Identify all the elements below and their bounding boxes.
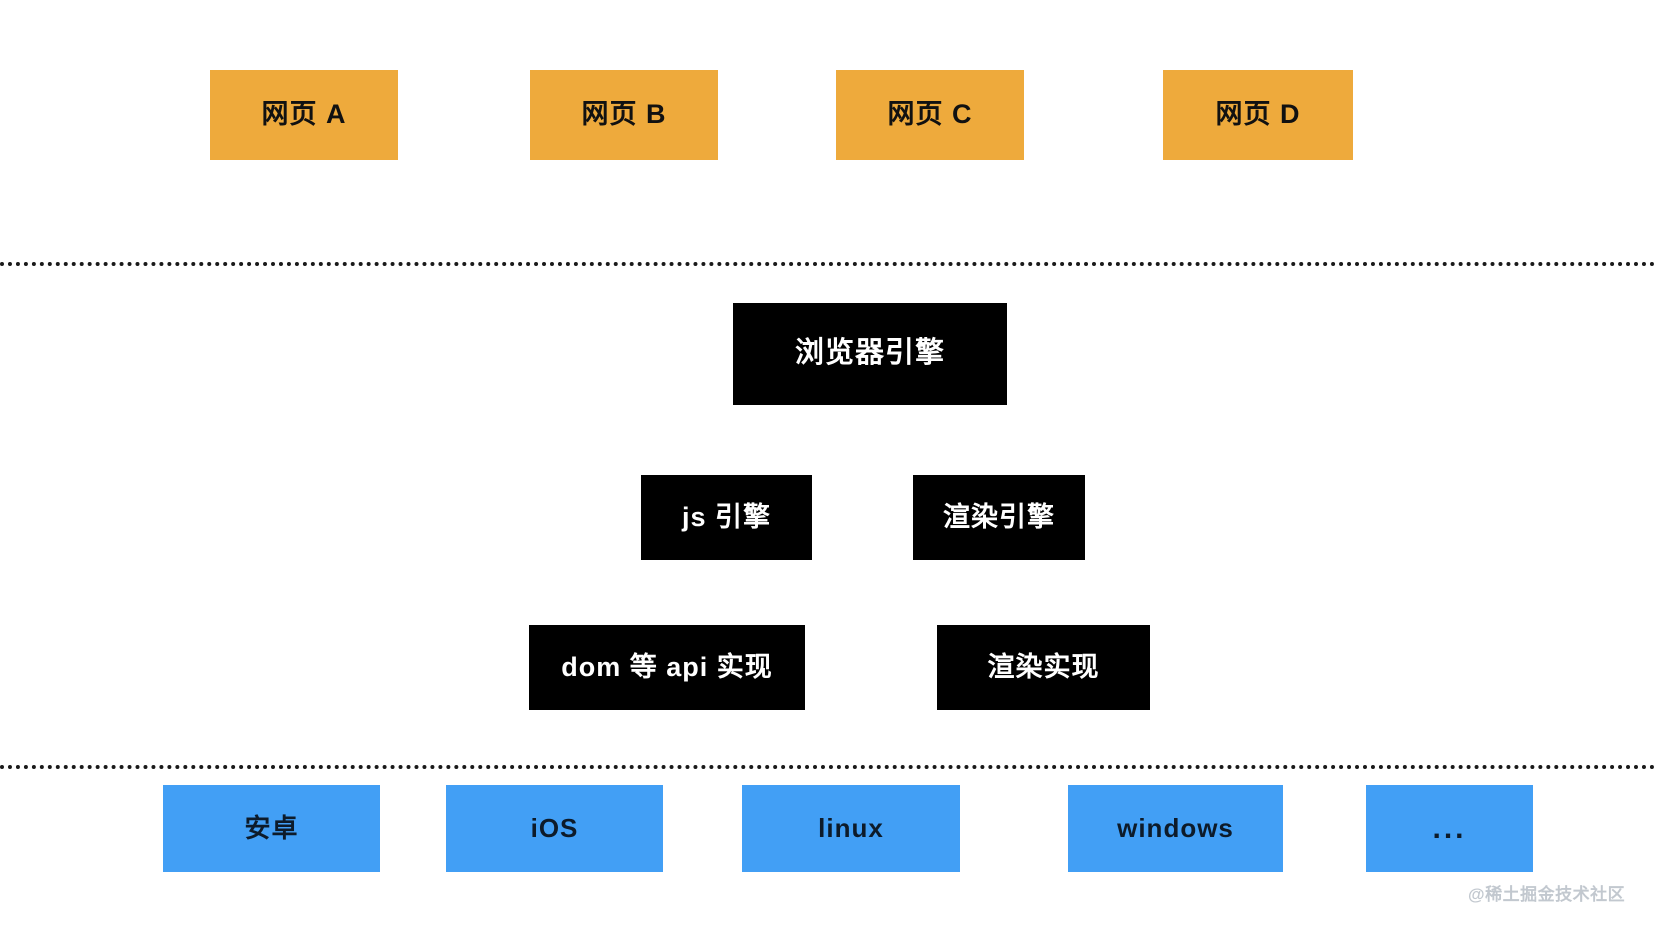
web-page-box-a: 网页 A [210, 70, 398, 160]
web-page-label-d: 网页 D [1215, 99, 1301, 130]
os-label-android: 安卓 [244, 813, 299, 844]
dom-api-implementation-label: dom 等 api 实现 [561, 651, 773, 682]
web-page-label-a: 网页 A [261, 99, 347, 130]
render-engine-box: 渲染引擎 [913, 475, 1085, 560]
divider-top [0, 262, 1656, 266]
os-box-windows: windows [1068, 785, 1283, 872]
js-engine-label: js 引擎 [681, 501, 772, 532]
os-box-android: 安卓 [163, 785, 380, 872]
web-page-label-b: 网页 B [581, 99, 667, 130]
browser-engine-box: 浏览器引擎 [733, 303, 1007, 405]
watermark: @稀土掘金技术社区 [1468, 885, 1626, 904]
divider-bottom [0, 765, 1656, 769]
os-label-more: ... [1432, 812, 1467, 845]
render-implementation-label: 渲染实现 [987, 651, 1100, 682]
browser-engine-label: 浏览器引擎 [794, 337, 945, 370]
js-engine-box: js 引擎 [641, 475, 812, 560]
web-page-box-b: 网页 B [530, 70, 718, 160]
os-label-ios: iOS [530, 813, 579, 844]
render-engine-label: 渲染引擎 [943, 501, 1055, 532]
web-page-label-c: 网页 C [887, 99, 973, 130]
dom-api-implementation-box: dom 等 api 实现 [529, 625, 805, 710]
os-box-ios: iOS [446, 785, 663, 872]
os-label-linux: linux [818, 813, 884, 844]
web-page-box-c: 网页 C [836, 70, 1024, 160]
os-label-windows: windows [1117, 813, 1234, 844]
os-box-linux: linux [742, 785, 960, 872]
web-page-box-d: 网页 D [1163, 70, 1353, 160]
render-implementation-box: 渲染实现 [937, 625, 1150, 710]
os-box-more: ... [1366, 785, 1533, 872]
